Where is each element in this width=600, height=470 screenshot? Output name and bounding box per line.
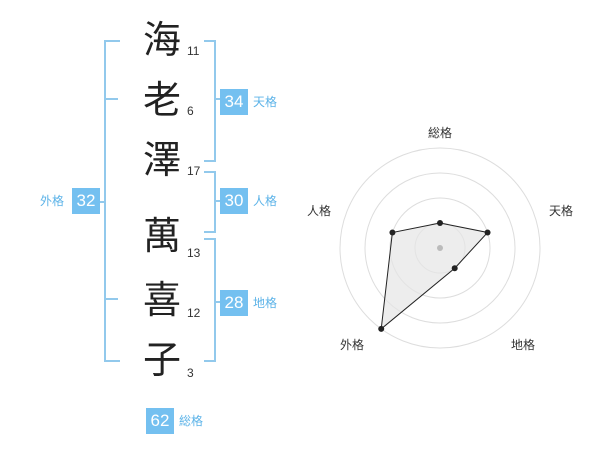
radar-point xyxy=(484,229,491,236)
radar-point xyxy=(389,229,396,236)
gaikaku-badge: 32 xyxy=(72,188,100,214)
jinkaku-connector xyxy=(214,200,222,202)
radar-label-gaikaku: 外格 xyxy=(340,338,365,352)
radar-area xyxy=(380,222,489,331)
radar-grid-ring xyxy=(364,172,516,324)
stroke-count-2: 6 xyxy=(187,104,194,118)
radar-label-chikaku: 地格 xyxy=(511,338,536,352)
jinkaku-bracket xyxy=(204,171,216,233)
name-char-3: 澤 xyxy=(142,138,181,182)
radar-center-dot xyxy=(437,245,443,251)
jinkaku-badge: 30 xyxy=(220,188,248,214)
radar-point xyxy=(451,265,458,272)
stroke-count-6: 3 xyxy=(187,366,194,380)
tenkaku-bracket xyxy=(204,40,216,162)
stroke-count-1: 11 xyxy=(187,44,200,58)
stroke-count-4: 13 xyxy=(187,246,201,260)
name-char-2: 老 xyxy=(142,78,181,122)
gaikaku-bracket-tick xyxy=(106,298,118,300)
chikaku-label: 地格 xyxy=(253,296,278,310)
name-char-1: 海 xyxy=(142,18,181,62)
radar-point xyxy=(437,220,443,226)
radar-points xyxy=(378,220,491,332)
tenkaku-connector xyxy=(214,98,222,100)
soukaku-label: 総格 xyxy=(179,414,204,428)
name-char-5: 喜 xyxy=(142,278,181,322)
name-char-6: 子 xyxy=(142,338,181,382)
soukaku-badge: 62 xyxy=(146,408,174,434)
radar-grid-ring xyxy=(339,147,541,349)
stroke-count-5: 12 xyxy=(187,306,201,320)
radar-point xyxy=(378,325,385,332)
radar-grid-ring xyxy=(389,197,491,299)
name-char-4: 萬 xyxy=(142,214,181,258)
radar-label-jinkaku: 人格 xyxy=(307,204,332,218)
gaikaku-label: 外格 xyxy=(40,194,65,208)
chikaku-badge: 28 xyxy=(220,290,248,316)
gaikaku-bracket-tick xyxy=(106,98,118,100)
tenkaku-label: 天格 xyxy=(253,95,278,109)
chikaku-bracket xyxy=(204,238,216,362)
gaikaku-bracket xyxy=(104,40,120,362)
radar-label-soukaku: 総格 xyxy=(428,126,453,140)
jinkaku-label: 人格 xyxy=(253,194,278,208)
tenkaku-badge: 34 xyxy=(220,89,248,115)
chikaku-connector xyxy=(214,301,222,303)
stroke-count-3: 17 xyxy=(187,164,201,178)
radar-label-tenkaku: 天格 xyxy=(549,204,574,218)
